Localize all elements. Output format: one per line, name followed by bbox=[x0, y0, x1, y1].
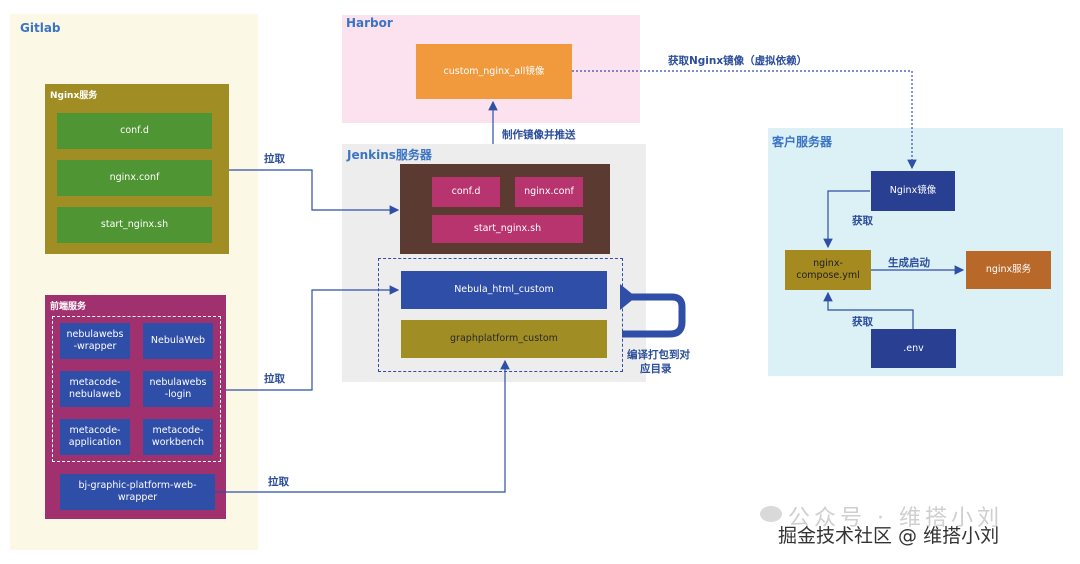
watermark-line-1: 公众号 · 维搭小刘 bbox=[788, 506, 1003, 531]
wechat-logo bbox=[760, 506, 782, 522]
compile-loop-arrowhead bbox=[620, 284, 636, 310]
gitlab-conf-d: conf.d bbox=[57, 113, 212, 149]
jenkins-nginx-conf: nginx.conf bbox=[515, 177, 583, 207]
fetch-arrow-image-to-compose bbox=[823, 190, 870, 249]
metacode-workbench-box: metacode- workbench bbox=[143, 419, 213, 455]
pull-arrow-nginx bbox=[229, 169, 400, 215]
fetch-image-label: 获取Nginx镜像（虚拟依赖） bbox=[668, 55, 808, 67]
metacode-nebulaweb-box: metacode- nebulaweb bbox=[60, 371, 130, 407]
nebulawebs-wrapper-box: nebulawebs -wrapper bbox=[60, 323, 130, 359]
customer-title: 客户服务器 bbox=[772, 135, 833, 149]
pull-arrow-bj-graphic bbox=[215, 359, 510, 493]
pull-label-bj-graphic: 拉取 bbox=[268, 476, 289, 488]
generate-start-label: 生成启动 bbox=[888, 257, 930, 269]
gitlab-nginx-conf: nginx.conf bbox=[57, 160, 212, 196]
jenkins-start-nginx-sh: start_nginx.sh bbox=[432, 215, 583, 243]
customer-nginx-service-box: nginx服务 bbox=[966, 251, 1051, 289]
bj-graphic-platform-web-wrapper-box: bj-graphic-platform-web- wrapper bbox=[60, 474, 215, 510]
fetch-label-2: 获取 bbox=[852, 316, 873, 328]
jenkins-conf-d: conf.d bbox=[432, 177, 500, 207]
fetch-image-dotted-arrow bbox=[572, 70, 917, 170]
fetch-arrow-env-to-compose bbox=[823, 291, 914, 329]
watermark-line-2: 掘金技术社区 @ 维搭小刘 bbox=[778, 525, 1000, 547]
pull-label-nginx: 拉取 bbox=[264, 153, 285, 165]
compile-label-line2: 应目录 bbox=[640, 363, 672, 375]
nebula-html-custom-box: Nebula_html_custom bbox=[401, 271, 607, 309]
customer-nginx-image-box: Nginx镜像 bbox=[871, 171, 955, 211]
harbor-title: Harbor bbox=[346, 16, 393, 30]
nebulawebs-login-box: nebulawebs -login bbox=[143, 371, 213, 407]
pull-arrow-frontend bbox=[226, 285, 400, 391]
gitlab-start-nginx-sh: start_nginx.sh bbox=[57, 207, 212, 243]
jenkins-build-dashed-frame bbox=[378, 258, 623, 372]
graphplatform-custom-box: graphplatform_custom bbox=[401, 320, 607, 358]
build-push-label: 制作镜像并推送 bbox=[502, 129, 576, 141]
pull-label-frontend: 拉取 bbox=[264, 373, 285, 385]
metacode-application-box: metacode- application bbox=[60, 419, 130, 455]
fetch-label-1: 获取 bbox=[852, 215, 873, 227]
gitlab-nginx-service-title: Nginx服务 bbox=[50, 91, 98, 101]
jenkins-title: Jenkins服务器 bbox=[347, 148, 432, 162]
harbor-image-box: custom_nginx_all镜像 bbox=[416, 44, 572, 99]
frontend-dashed-frame bbox=[52, 316, 221, 462]
compile-loop-arrow bbox=[622, 293, 686, 338]
compile-label-line1: 编译打包到对 bbox=[627, 349, 690, 361]
env-box: .env bbox=[871, 329, 956, 368]
gitlab-frontend-service-title: 前端服务 bbox=[50, 302, 87, 312]
nginx-compose-box: nginx- compose.yml bbox=[785, 250, 871, 290]
gitlab-title: Gitlab bbox=[20, 21, 61, 35]
nebulaweb-box: NebulaWeb bbox=[143, 323, 213, 359]
